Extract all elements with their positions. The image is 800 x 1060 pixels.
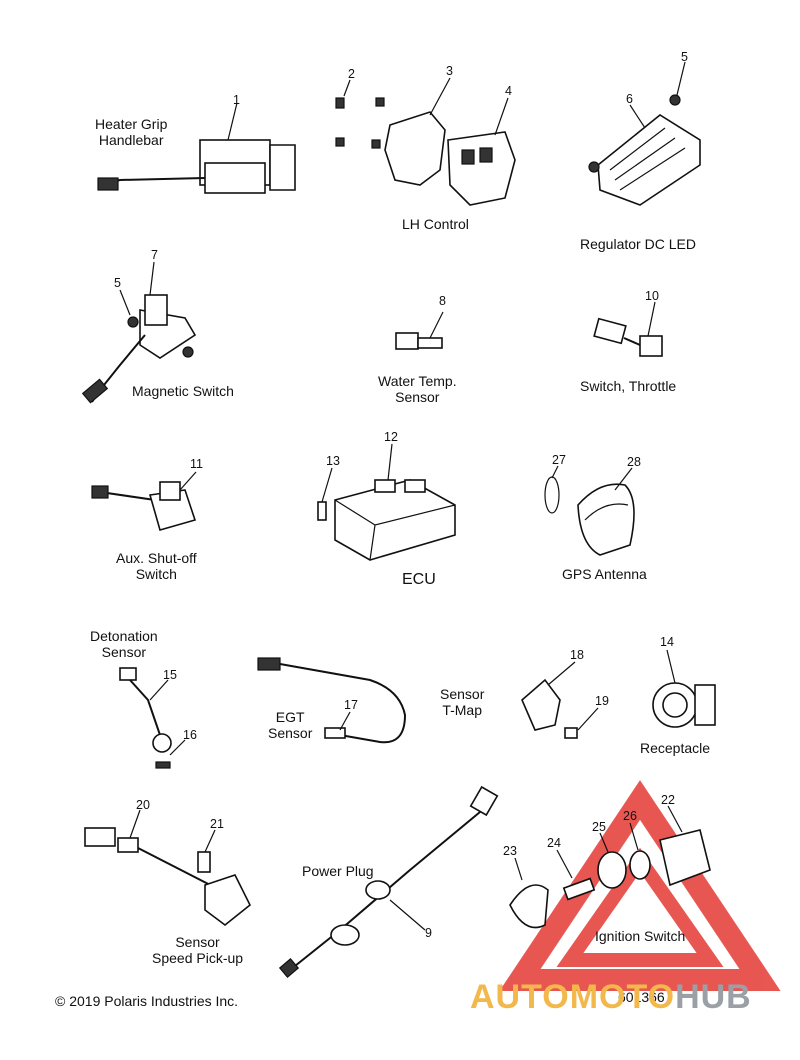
callout: 1 — [233, 93, 240, 107]
callout: 15 — [163, 668, 177, 682]
label-regulator: Regulator DC LED — [580, 236, 696, 252]
callout: 25 — [592, 820, 606, 834]
speed-pickup-part — [84, 809, 252, 927]
ecu-part — [317, 443, 456, 561]
callout: 28 — [627, 455, 641, 469]
callout: 11 — [190, 457, 203, 471]
callout: 16 — [183, 728, 197, 742]
aux-shutoff-part — [91, 471, 197, 531]
callout: 21 — [210, 817, 224, 831]
ignition-switch-part — [509, 805, 711, 929]
gps-antenna-part — [544, 465, 635, 556]
callout: 12 — [384, 430, 398, 444]
watermark-text: AUTOMOTOHUB — [470, 978, 752, 1017]
label-ecu: ECU — [402, 571, 436, 588]
part-number: 601366 — [618, 989, 665, 1005]
watermark-text-b: HUB — [675, 978, 752, 1016]
sensor-tmap-part — [521, 661, 599, 739]
callout: 20 — [136, 798, 150, 812]
egt-sensor-part — [257, 657, 407, 744]
regulator-part — [588, 61, 701, 206]
label-ignition-switch: Ignition Switch — [595, 928, 686, 944]
heater-grip-part — [97, 102, 296, 194]
callout: 24 — [547, 836, 561, 850]
callout: 23 — [503, 844, 517, 858]
callout: 7 — [151, 248, 158, 262]
label-power-plug: Power Plug — [302, 863, 374, 879]
water-temp-sensor-part — [395, 311, 444, 350]
callout: 14 — [660, 635, 674, 649]
label-receptacle: Receptacle — [640, 740, 711, 756]
callout: 3 — [446, 64, 453, 78]
watermark-text-a: AUTOMOTO — [470, 978, 676, 1016]
callout: 19 — [595, 694, 609, 708]
callout: 5 — [114, 276, 121, 290]
callout: 18 — [570, 648, 584, 662]
callout: 5 — [681, 50, 688, 64]
callout: 22 — [661, 793, 675, 807]
callout: 17 — [344, 698, 358, 712]
lh-control-part — [384, 77, 516, 206]
callout: 10 — [645, 289, 659, 303]
callout: 13 — [326, 454, 340, 468]
callout: 8 — [439, 294, 446, 308]
watermark-logo — [499, 780, 781, 991]
callout: 6 — [626, 92, 633, 106]
label-magnetic-switch: Magnetic Switch — [132, 383, 234, 399]
detonation-sensor-part — [119, 667, 186, 769]
throttle-switch-part — [593, 301, 663, 357]
screws-part — [335, 79, 385, 149]
callout: 2 — [348, 67, 355, 81]
label-gps-antenna: GPS Antenna — [562, 566, 647, 582]
receptacle-part — [652, 649, 716, 728]
magnetic-switch-part — [81, 261, 197, 404]
callout: 27 — [552, 453, 566, 467]
label-lh-control: LH Control — [402, 216, 469, 232]
power-plug-part — [278, 785, 499, 978]
callout: 9 — [425, 926, 432, 940]
label-switch-throttle: Switch, Throttle — [580, 378, 677, 394]
callout: 26 — [623, 809, 637, 823]
callout: 4 — [505, 84, 512, 98]
label-water-temp: Water Temp.Sensor — [378, 373, 457, 405]
copyright-text: © 2019 Polaris Industries Inc. — [55, 993, 239, 1009]
